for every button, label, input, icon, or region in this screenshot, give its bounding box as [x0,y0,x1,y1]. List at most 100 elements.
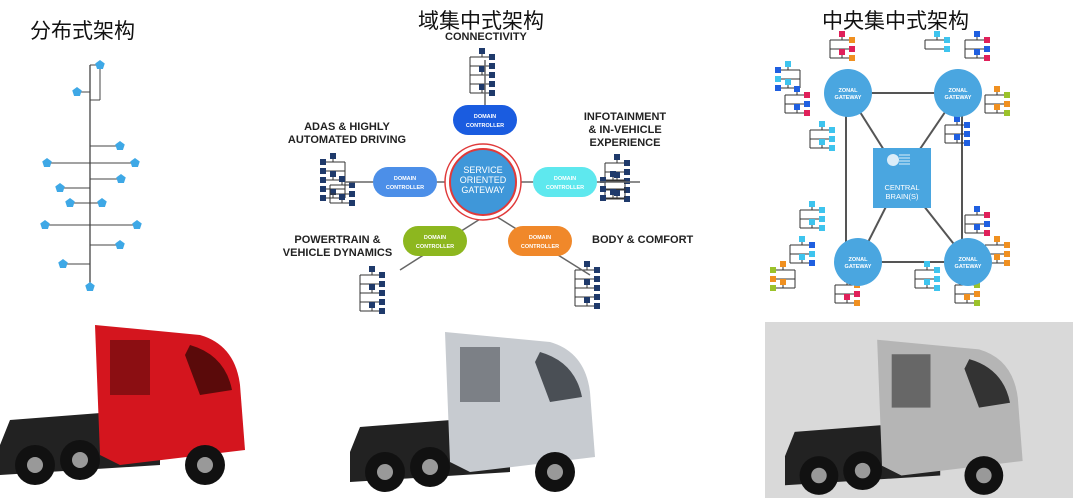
powertrain-line-1: POWERTRAIN & [294,234,381,246]
domain-controller-adas-label-1: DOMAIN [394,176,416,182]
ecu-square-icon [379,299,385,305]
truck-windshield [964,359,1011,408]
ecu-square-icon [320,168,326,174]
ecu-square-icon [944,37,950,43]
ecu-square-icon [974,49,980,55]
ecu-square-icon [479,84,485,90]
ecu-node-icon [115,240,125,250]
ecu-square-icon [489,54,495,60]
infotainment-line-2: & IN-VEHICLE [588,124,662,136]
truck-door-window [891,354,931,408]
domain-title: 域集中式架构 [418,9,544,33]
ecu-node-icon [58,259,68,269]
ecu-square-icon [854,300,860,306]
ecu-square-icon [780,279,786,285]
domain-controller-body-label-1: DOMAIN [529,235,551,241]
ecu-square-icon [594,303,600,309]
ecu-square-icon [610,171,616,177]
brain-icon [887,154,899,166]
ecu-square-icon [984,212,990,218]
ecu-square-icon [809,219,815,225]
ecu-square-icon [1004,92,1010,98]
ecu-square-icon [624,169,630,175]
ecu-square-icon [479,66,485,72]
infotainment-line-1: INFOTAINMENT [583,111,667,123]
ecu-square-icon [600,195,606,201]
ecu-square-icon [829,136,835,142]
ecu-square-icon [849,37,855,43]
ecu-square-icon [974,31,980,37]
ecu-square-icon [614,172,620,178]
gateway-label-1: SERVICE [463,165,502,175]
ecu-square-icon [594,285,600,291]
domain-controller-powertrain-label-1: DOMAIN [424,235,446,241]
ecu-square-icon [339,194,345,200]
truck-door-window [460,347,500,402]
ecu-square-icon [994,86,1000,92]
powertrain-line-2: VEHICLE DYNAMICS [282,247,393,259]
zonal-gateway-label: ZONAL [839,88,859,94]
domain-controller-connectivity-label-2: CONTROLLER [466,123,504,129]
connectivity-label: CONNECTIVITY [445,31,527,43]
ecu-node-icon [97,198,107,208]
ecu-square-icon [339,176,345,182]
zonal-gateway-label: ZONAL [849,257,869,263]
ecu-square-icon [819,207,825,213]
silver-truck-image [350,332,595,492]
ecu-square-icon [320,195,326,201]
ecu-square-icon [770,267,776,273]
ecu-square-icon [794,104,800,110]
central-brain-label-1: CENTRAL [884,183,919,192]
ecu-square-icon [954,134,960,140]
domain-controller-connectivity-label-1: DOMAIN [474,114,496,120]
service-oriented-gateway [449,148,517,216]
ecu-square-icon [934,276,940,282]
ecu-square-icon [624,187,630,193]
ecu-node-icon [95,60,105,70]
ecu-square-icon [809,201,815,207]
body-comfort-label: BODY & COMFORT [592,234,694,246]
ecu-square-icon [819,225,825,231]
truck-hub [377,464,393,480]
ecu-square-icon [349,191,355,197]
truck-hub [197,457,213,473]
ecu-square-icon [984,37,990,43]
domain-controller-infotainment-label-1: DOMAIN [554,176,576,182]
ecu-square-icon [934,285,940,291]
adas-line-1: ADAS & HIGHLY [304,121,390,133]
ecu-node-icon [42,158,52,168]
ecu-square-icon [785,79,791,85]
ecu-square-icon [349,182,355,188]
ecu-square-icon [809,251,815,257]
ecu-node-icon [85,282,95,292]
ecu-node-icon [65,198,75,208]
truck-door-window [110,340,150,395]
ecu-square-icon [479,48,485,54]
ecu-square-icon [614,154,620,160]
ecu-square-icon [775,85,781,91]
gateway-label-3: GATEWAY [461,185,504,195]
ecu-square-icon [994,236,1000,242]
ecu-square-icon [584,279,590,285]
zonal-gateway-label: GATEWAY [845,264,872,270]
ecu-square-icon [964,140,970,146]
domain-controller-powertrain [403,226,467,256]
ecu-square-icon [775,67,781,73]
truck-hub [547,464,563,480]
ecu-square-icon [320,186,326,192]
ecu-square-icon [804,110,810,116]
ecu-square-icon [819,121,825,127]
ecu-square-icon [924,279,930,285]
ecu-square-icon [780,261,786,267]
ecu-square-icon [489,81,495,87]
ecu-square-icon [974,300,980,306]
ecu-square-icon [994,254,1000,260]
ecu-square-icon [839,31,845,37]
ecu-square-icon [594,276,600,282]
ecu-node-icon [55,183,65,193]
ecu-square-icon [844,294,850,300]
ecu-square-icon [1004,260,1010,266]
ecu-square-icon [974,224,980,230]
ecu-node-icon [116,174,126,184]
